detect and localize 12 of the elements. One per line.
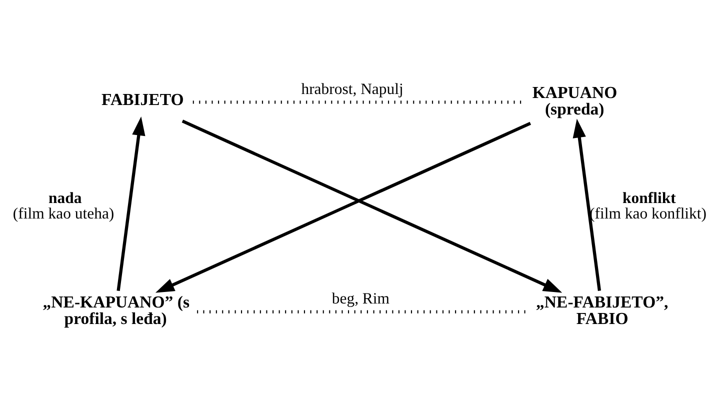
node-text: „NE-KAPUANO” (s profila, s leđa) — [42, 292, 190, 328]
edge-label: konflikt (film kao konflikt) — [590, 189, 707, 222]
arrow — [155, 121, 532, 292]
edge-label: hrabrost, Napulj — [301, 80, 404, 98]
edge-label: beg, Rim — [332, 290, 390, 307]
node-text: „NE-FABIJETO”, FABIO — [536, 292, 668, 328]
arrow — [182, 119, 562, 292]
arrow — [572, 118, 602, 290]
arrow — [116, 116, 146, 291]
node-text: KAPUANO (spreda) — [532, 82, 618, 118]
node-text: FABIJETO — [102, 90, 184, 109]
edge-label: nada (film kao uteha) — [12, 189, 114, 222]
